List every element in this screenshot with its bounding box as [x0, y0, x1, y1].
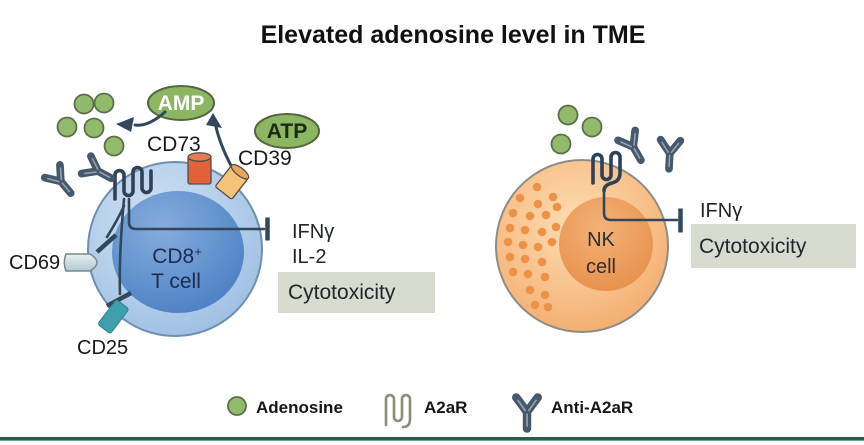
legend: Adenosine A2aR Anti-A2aR	[227, 393, 633, 429]
adenosine-molecule	[73, 93, 95, 115]
nkcell-name-line2: cell	[586, 256, 616, 278]
inhibition-bar-cd69	[95, 233, 118, 254]
adenosine-cluster-left	[56, 92, 125, 157]
atp-oval	[254, 113, 320, 149]
tcell-nucleus	[112, 191, 244, 313]
a2ar-receptor-nkcell	[591, 150, 622, 193]
adenosine-molecule	[550, 133, 572, 155]
tcell-cytotoxicity-box	[278, 272, 435, 313]
anti-a2ar-antibody	[659, 140, 680, 170]
tcell-cytotoxicity-label: Cytotoxicity	[288, 281, 396, 304]
a2ar-receptor-tcell	[113, 165, 153, 201]
signal-to-cytokines	[127, 197, 266, 231]
amp-label: AMP	[158, 92, 205, 115]
cd25-receptor	[98, 299, 129, 334]
cd25-label: CD25	[77, 337, 128, 359]
adenosine-molecule	[56, 116, 78, 138]
legend-anti-a2ar-label: Anti-A2aR	[551, 398, 633, 417]
legend-adenosine-icon	[227, 396, 247, 416]
inhibition-bar-cd25	[105, 291, 133, 308]
adenosine-molecule	[581, 116, 603, 138]
amp-to-adenosine-arrow	[133, 110, 167, 127]
cd8-tcell-group: AMP ATP CD73 CD39 CD	[9, 85, 435, 359]
anti-a2ar-antibody	[82, 156, 117, 187]
signal-to-cd69	[105, 204, 126, 239]
anti-a2ar-antibody	[45, 165, 79, 200]
nkcell-name-line1: NK	[587, 229, 615, 251]
tcell-ifng-label: IFNγ	[292, 221, 334, 243]
legend-anti-a2ar-icon	[516, 397, 538, 428]
tcell-name: CD8+	[152, 244, 202, 268]
atp-label: ATP	[267, 120, 307, 143]
nk-ifng-label: IFNγ	[700, 200, 742, 222]
cd69-label: CD69	[9, 252, 60, 274]
tcell-il2-label: IL-2	[292, 246, 326, 268]
nk-cytotoxicity-box	[691, 224, 856, 268]
nk-signal-to-cytokines	[602, 189, 679, 222]
nk-granules	[503, 182, 562, 312]
adenosine-molecule	[93, 92, 115, 114]
nk-cytotoxicity-label: Cytotoxicity	[699, 235, 807, 258]
adenosine-molecule	[557, 104, 579, 126]
figure-title: Elevated adenosine level in TME	[261, 21, 646, 49]
adenosine-molecule	[83, 117, 105, 139]
cd73-receptor	[187, 152, 212, 185]
cd69-receptor	[63, 253, 98, 272]
amp-to-adenosine-arrowhead	[116, 117, 134, 132]
adenosine-cluster-right	[550, 104, 603, 155]
cd39-receptor	[215, 163, 250, 200]
legend-a2ar-label: A2aR	[424, 398, 467, 417]
nk-cell-group: NK cell IFNγ Cytotoxicity	[495, 104, 856, 333]
bottom-divider	[0, 437, 864, 441]
cd73-label: CD73	[147, 133, 201, 156]
cd39-label: CD39	[238, 147, 292, 170]
atp-to-amp-arrowhead	[206, 113, 222, 128]
tcell-name-line2: T cell	[151, 270, 201, 293]
anti-a2ar-antibody	[618, 130, 649, 165]
legend-a2ar-icon	[384, 393, 412, 429]
legend-adenosine-label: Adenosine	[256, 398, 343, 417]
adenosine-molecule	[103, 135, 125, 157]
